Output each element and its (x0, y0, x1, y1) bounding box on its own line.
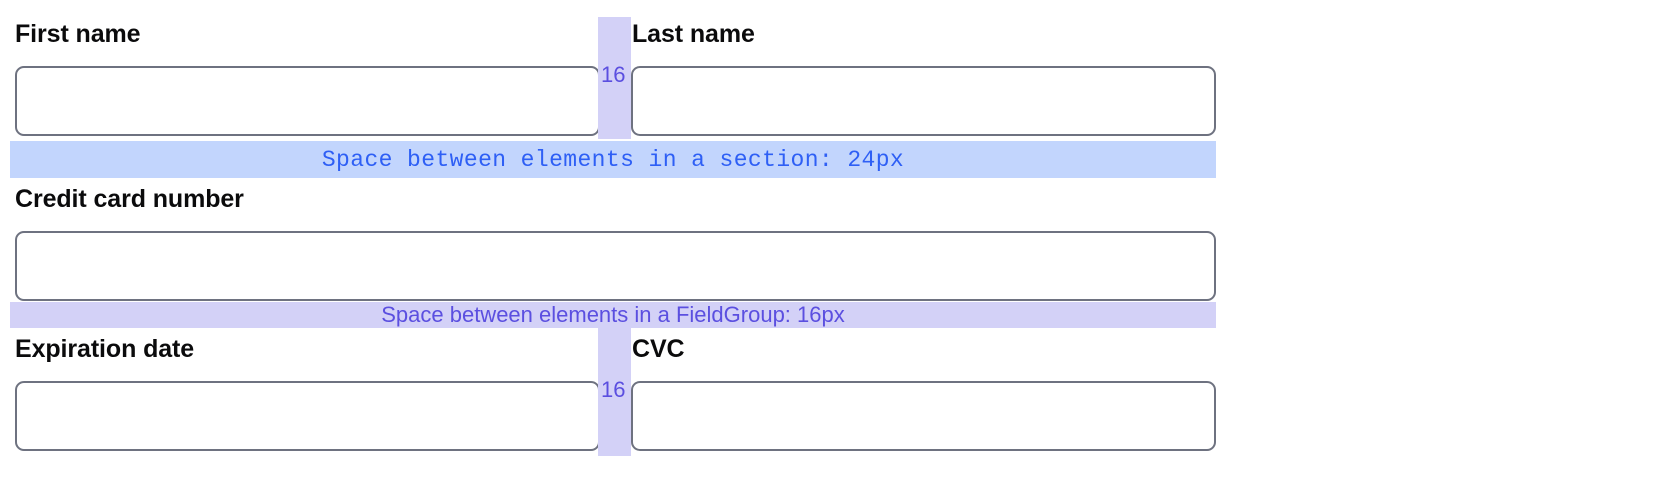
label-expiration-date: Expiration date (15, 335, 195, 363)
input-credit-card-number[interactable] (15, 231, 1216, 301)
label-cvc: CVC (632, 335, 685, 363)
input-expiration-date[interactable] (15, 381, 600, 451)
input-cvc[interactable] (631, 381, 1216, 451)
annotation-section-gap: Space between elements in a section: 24p… (10, 141, 1216, 178)
column-gap-bar-expiry-row (598, 328, 631, 456)
annotation-fieldgroup-gap: Space between elements in a FieldGroup: … (10, 302, 1216, 328)
column-gap-label-name-row: 16 (601, 62, 626, 87)
label-credit-card-number: Credit card number (15, 185, 244, 213)
column-gap-label-expiry-row: 16 (601, 377, 626, 402)
column-gap-bar-name-row (598, 17, 631, 139)
label-first-name: First name (15, 20, 141, 48)
label-last-name: Last name (632, 20, 755, 48)
input-first-name[interactable] (15, 66, 600, 136)
input-last-name[interactable] (631, 66, 1216, 136)
